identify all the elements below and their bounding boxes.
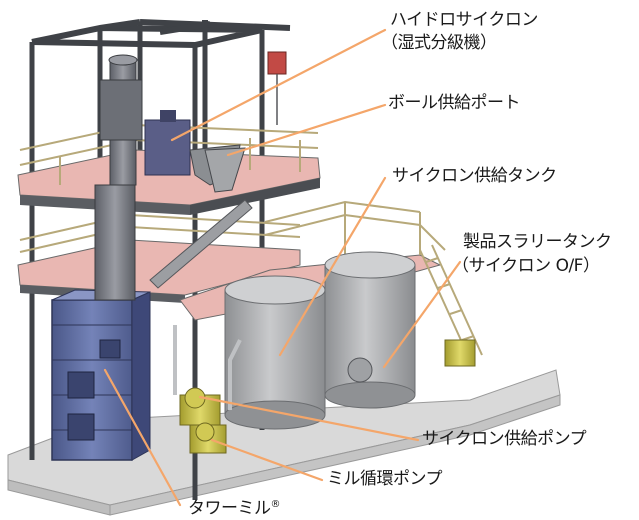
product-tank	[324, 251, 416, 409]
leader-mill-pump	[210, 438, 324, 482]
base-slab	[7, 369, 561, 516]
feed-chute	[149, 199, 253, 289]
piping	[173, 325, 242, 410]
mill-circulation-pump	[189, 422, 227, 454]
leader-lines	[103, 28, 462, 507]
leader-cyclone-pump	[198, 395, 420, 442]
leader-ball-port	[226, 103, 387, 157]
label-cyclone-tank: サイクロン供給タンク	[392, 166, 557, 186]
registered-mark: ®	[270, 499, 281, 510]
label-ball-port: ボール供給ポート	[388, 93, 521, 113]
label-cyclone-pump: サイクロン供給ポンプ	[422, 429, 587, 449]
label-tower-mill-text: タワーミル	[188, 498, 271, 519]
label-hydrocyclone: ハイドロサイクロン	[390, 10, 538, 30]
label-product-tank: 製品スラリータンク	[463, 232, 612, 252]
cyclone-feed-pump	[179, 387, 221, 426]
tower-mill	[51, 289, 151, 461]
mill-drive-column	[94, 54, 143, 301]
leader-cyclone-tank	[278, 176, 387, 357]
supply-tank	[224, 275, 326, 430]
leader-product-tank	[382, 260, 462, 369]
label-hydrocyclone-sub: （湿式分級機）	[381, 33, 497, 53]
product-pump	[444, 339, 476, 367]
label-mill-pump: ミル循環ポンプ	[327, 469, 443, 489]
hoist	[267, 51, 287, 125]
leader-tower-mill	[103, 368, 182, 507]
leader-hydrocyclone	[170, 28, 387, 142]
label-tower-mill: タワーミル®	[188, 494, 280, 520]
top-beams	[31, 19, 291, 49]
label-product-tank-sub: （サイクロン O/F）	[452, 256, 600, 276]
